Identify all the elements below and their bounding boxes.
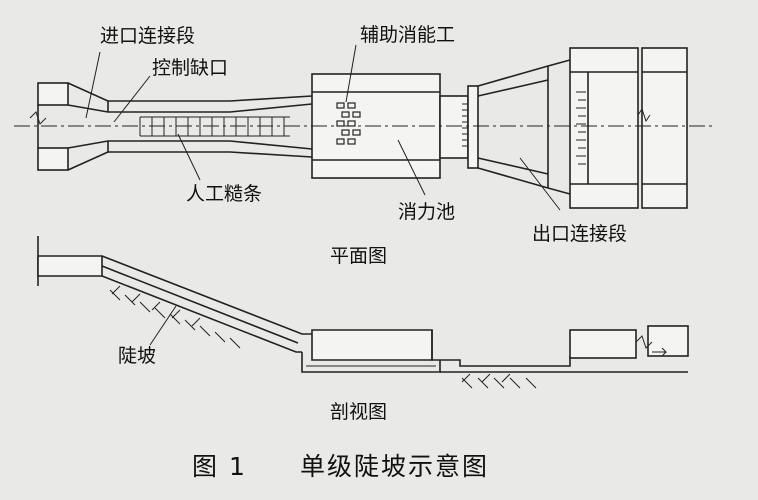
basin-sill — [439, 95, 469, 159]
upstream-canal-section — [37, 255, 103, 277]
break-line-right — [637, 107, 651, 123]
auxiliary-dissipator-label: 辅助消能工 — [360, 24, 455, 46]
break-line-left — [29, 111, 47, 125]
profile-view-title: 剖视图 — [330, 401, 387, 423]
inlet-wall-bottom — [37, 147, 69, 171]
outlet-channel — [569, 47, 639, 209]
figure-title: 单级陡坡示意图 — [300, 452, 489, 481]
steep-slope-leader — [149, 305, 177, 346]
slope-channel-bottom — [108, 151, 313, 158]
plan-view: 进口连接段 控制缺口 辅助消能工 人工糙条 消力池 出口连接段 平面图 — [14, 24, 712, 267]
inlet-wall-top — [37, 82, 69, 106]
stilling-basin-label: 消力池 — [398, 201, 455, 223]
inlet-section-label: 进口连接段 — [100, 25, 195, 47]
outlet-expansion-top — [477, 59, 571, 87]
figure-number: 图 1 — [192, 452, 247, 481]
slope-channel-top — [108, 95, 313, 102]
outlet-channel-end — [641, 47, 688, 209]
plan-view-title: 平面图 — [330, 245, 387, 267]
outlet-expansion-bottom — [477, 167, 571, 195]
steep-slope-label: 陡坡 — [118, 345, 156, 367]
ground-hatching — [109, 285, 537, 389]
leader-lines — [85, 44, 561, 211]
outlet-canal-section — [569, 329, 637, 359]
profile-view: 陡坡 剖视图 — [37, 236, 689, 423]
control-notch-label: 控制缺口 — [152, 57, 228, 79]
roughness-strips-label: 人工糙条 — [186, 183, 262, 205]
outlet-section-label: 出口连接段 — [532, 223, 627, 245]
stilling-basin-profile — [311, 329, 433, 361]
dissipator-blocks — [336, 102, 361, 145]
